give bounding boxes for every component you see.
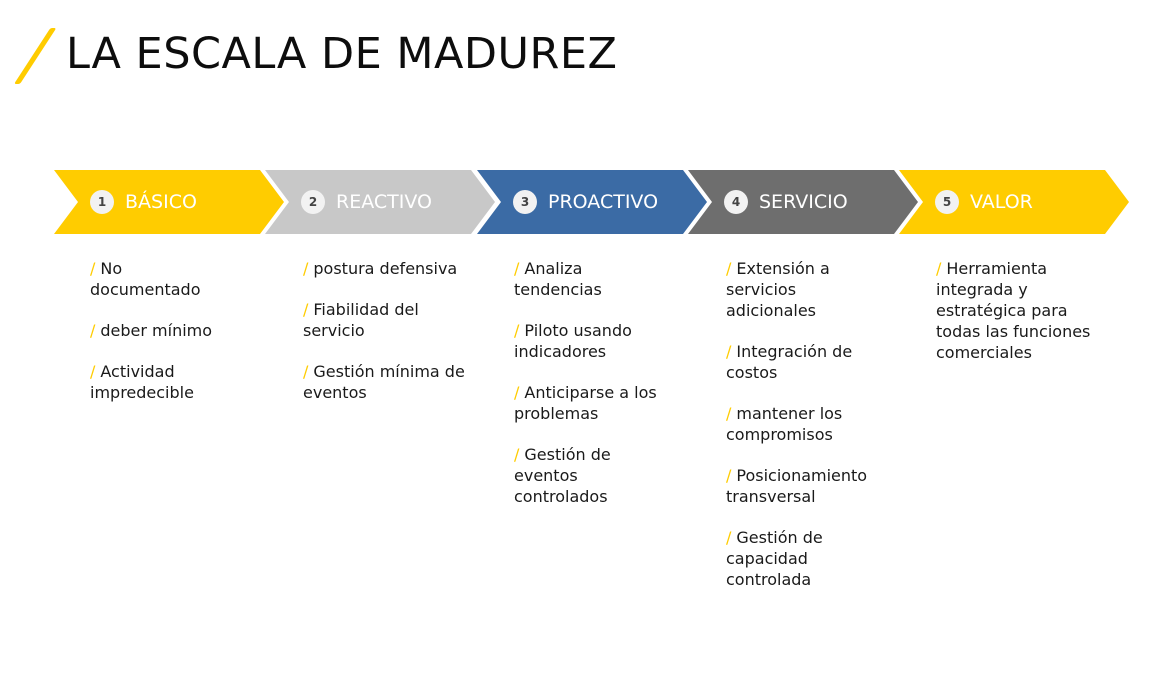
slash-bullet-icon: / [726,342,732,361]
list-item: /Analiza tendencias [514,259,602,299]
list-item: /Anticiparse a los problemas [514,383,657,423]
list-item: /Herramienta integrada y estratégica par… [936,259,1091,362]
slash-bullet-icon: / [514,259,520,278]
step-4-items: /Extensión a servicios adicionales /Inte… [726,258,886,610]
slash-bullet-icon: / [303,362,309,381]
list-item: /Posicionamiento transversal [726,466,868,506]
step-reactivo: 2 REACTIVO [265,170,495,234]
step-servicio: 4 SERVICIO [688,170,918,234]
chevron-arrow-icon [265,170,495,234]
step-valor: 5 VALOR [899,170,1129,234]
step-3-items: /Analiza tendencias /Piloto usando indic… [514,258,674,527]
step-5-items: /Herramienta integrada y estratégica par… [936,258,1106,383]
step-label: VALOR [970,191,1033,213]
list-item: /Actividad impredecible [90,362,194,402]
page-title: LA ESCALA DE MADUREZ [66,29,618,79]
list-item: /mantener los compromisos [726,404,843,444]
step-number-badge: 4 [724,190,748,214]
list-item: /Integración de costos [726,342,853,382]
slash-bullet-icon: / [303,300,309,319]
slash-bullet-icon: / [514,321,520,340]
step-label: REACTIVO [336,191,432,213]
list-item: /Fiabilidad del servicio [303,300,419,340]
slash-bullet-icon: / [726,528,732,547]
slash-bullet-icon: / [90,259,96,278]
maturity-steps: 1 BÁSICO 2 REACTIVO 3 PROACTIVO 4 SERVIC… [0,170,1172,234]
list-item: /deber mínimo [90,321,213,340]
list-item: /postura defensiva [303,259,458,278]
list-item: /Extensión a servicios adicionales [726,259,830,320]
step-label: BÁSICO [125,191,197,213]
slash-bullet-icon: / [90,362,96,381]
slash-bullet-icon: / [303,259,309,278]
step-label: PROACTIVO [548,191,659,213]
chevron-arrow-icon [899,170,1129,234]
slash-bullet-icon: / [514,445,520,464]
step-1-items: /No documentado /deber mínimo /Actividad… [90,258,230,423]
list-item: /Gestión de eventos controlados [514,445,611,506]
step-number-badge: 2 [301,190,325,214]
list-item: /No documentado [90,259,201,299]
slash-bullet-icon: / [90,321,96,340]
slash-bullet-icon: / [726,404,732,423]
step-number-badge: 5 [935,190,959,214]
chevron-arrow-icon [54,170,284,234]
step-basico: 1 BÁSICO [54,170,284,234]
chevron-arrow-icon [477,170,707,234]
list-item: /Gestión mínima de eventos [303,362,465,402]
chevron-arrow-icon [688,170,918,234]
slash-bullet-icon: / [726,259,732,278]
slash-bullet-icon: / [514,383,520,402]
step-2-items: /postura defensiva /Fiabilidad del servi… [303,258,473,423]
step-number-badge: 3 [513,190,537,214]
slash-bullet-icon: / [936,259,942,278]
list-item: /Piloto usando indicadores [514,321,632,361]
title-slash-decoration [14,28,57,84]
step-number-badge: 1 [90,190,114,214]
step-label: SERVICIO [759,191,848,213]
step-proactivo: 3 PROACTIVO [477,170,707,234]
slash-bullet-icon: / [726,466,732,485]
list-item: /Gestión de capacidad controlada [726,528,823,589]
